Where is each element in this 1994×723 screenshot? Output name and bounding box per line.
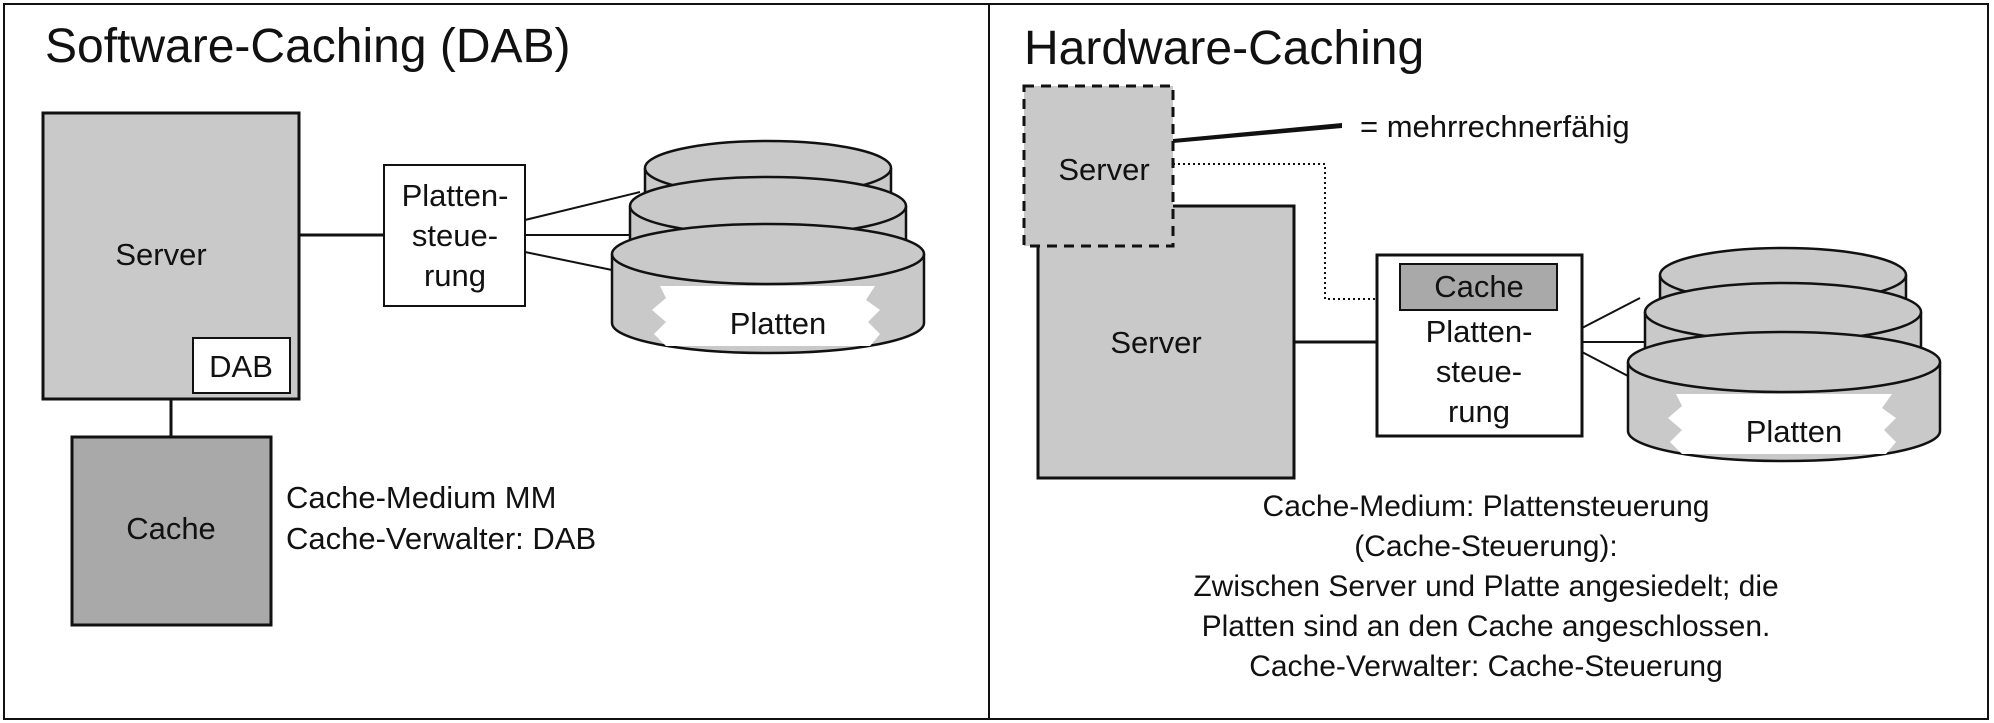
outer-frame bbox=[3, 3, 1989, 720]
left-cache-label: Cache bbox=[126, 511, 216, 546]
controller-disk-link-1 bbox=[524, 191, 641, 221]
right-controller-line-1: Platten- bbox=[1426, 314, 1533, 349]
legend-text: = mehrrechnerfähig bbox=[1360, 109, 1630, 144]
left-title: Software-Caching (DAB) bbox=[45, 20, 571, 73]
left-server-label: Server bbox=[115, 237, 206, 272]
right-server-label: Server bbox=[1110, 325, 1201, 360]
right-description-line-2: (Cache-Steuerung): bbox=[1354, 530, 1617, 563]
left-disk-label-area bbox=[652, 286, 880, 346]
left-controller-line-2: steue- bbox=[412, 218, 498, 253]
left-disks-label: Platten bbox=[730, 306, 827, 341]
left-controller-box bbox=[383, 164, 526, 307]
dab-box bbox=[192, 337, 291, 394]
left-cache-box bbox=[70, 435, 273, 627]
right-disk-stack: Platten bbox=[1626, 246, 1942, 463]
right-panel: Hardware-Caching Server Server = mehrrec… bbox=[1022, 22, 1942, 683]
left-disk-front-top bbox=[610, 222, 926, 286]
right-disk-front-top bbox=[1626, 330, 1942, 394]
left-controller-line-3: rung bbox=[424, 258, 486, 293]
controller-cache-label: Cache bbox=[1434, 269, 1524, 304]
left-controller-line-1: Platten- bbox=[402, 178, 509, 213]
right-controller-line-2: steue- bbox=[1436, 354, 1522, 389]
right-description-line-4: Platten sind an den Cache angeschlossen. bbox=[1202, 610, 1771, 643]
left-disk-stack: Platten bbox=[610, 139, 926, 355]
right-disk-label-area bbox=[1668, 394, 1896, 454]
right-server-box bbox=[1036, 204, 1296, 480]
right-controller-disk-link-1 bbox=[1581, 297, 1641, 329]
right-controller-disk-link-3 bbox=[1581, 351, 1629, 377]
left-description-line-2: Cache-Verwalter: DAB bbox=[286, 521, 596, 556]
dashed-server-label: Server bbox=[1058, 152, 1149, 187]
dotted-server-controller-link bbox=[1173, 163, 1377, 300]
right-description-line-5: Cache-Verwalter: Cache-Steuerung bbox=[1249, 650, 1723, 683]
controller-cache-box bbox=[1399, 263, 1558, 311]
legend-pointer bbox=[1173, 123, 1342, 143]
controller-disk-link-3 bbox=[524, 251, 613, 271]
right-description-line-3: Zwischen Server und Platte angesiedelt; … bbox=[1193, 570, 1778, 603]
right-title: Hardware-Caching bbox=[1024, 22, 1424, 75]
right-disks-label: Platten bbox=[1746, 414, 1843, 449]
right-controller-line-3: rung bbox=[1448, 394, 1510, 429]
dashed-server-box bbox=[1022, 84, 1175, 248]
dab-label: DAB bbox=[209, 349, 273, 384]
left-panel: Software-Caching (DAB) Server DAB Cache … bbox=[41, 20, 926, 627]
right-description-line-1: Cache-Medium: Plattensteuerung bbox=[1263, 490, 1710, 523]
left-description-line-1: Cache-Medium MM bbox=[286, 480, 556, 515]
